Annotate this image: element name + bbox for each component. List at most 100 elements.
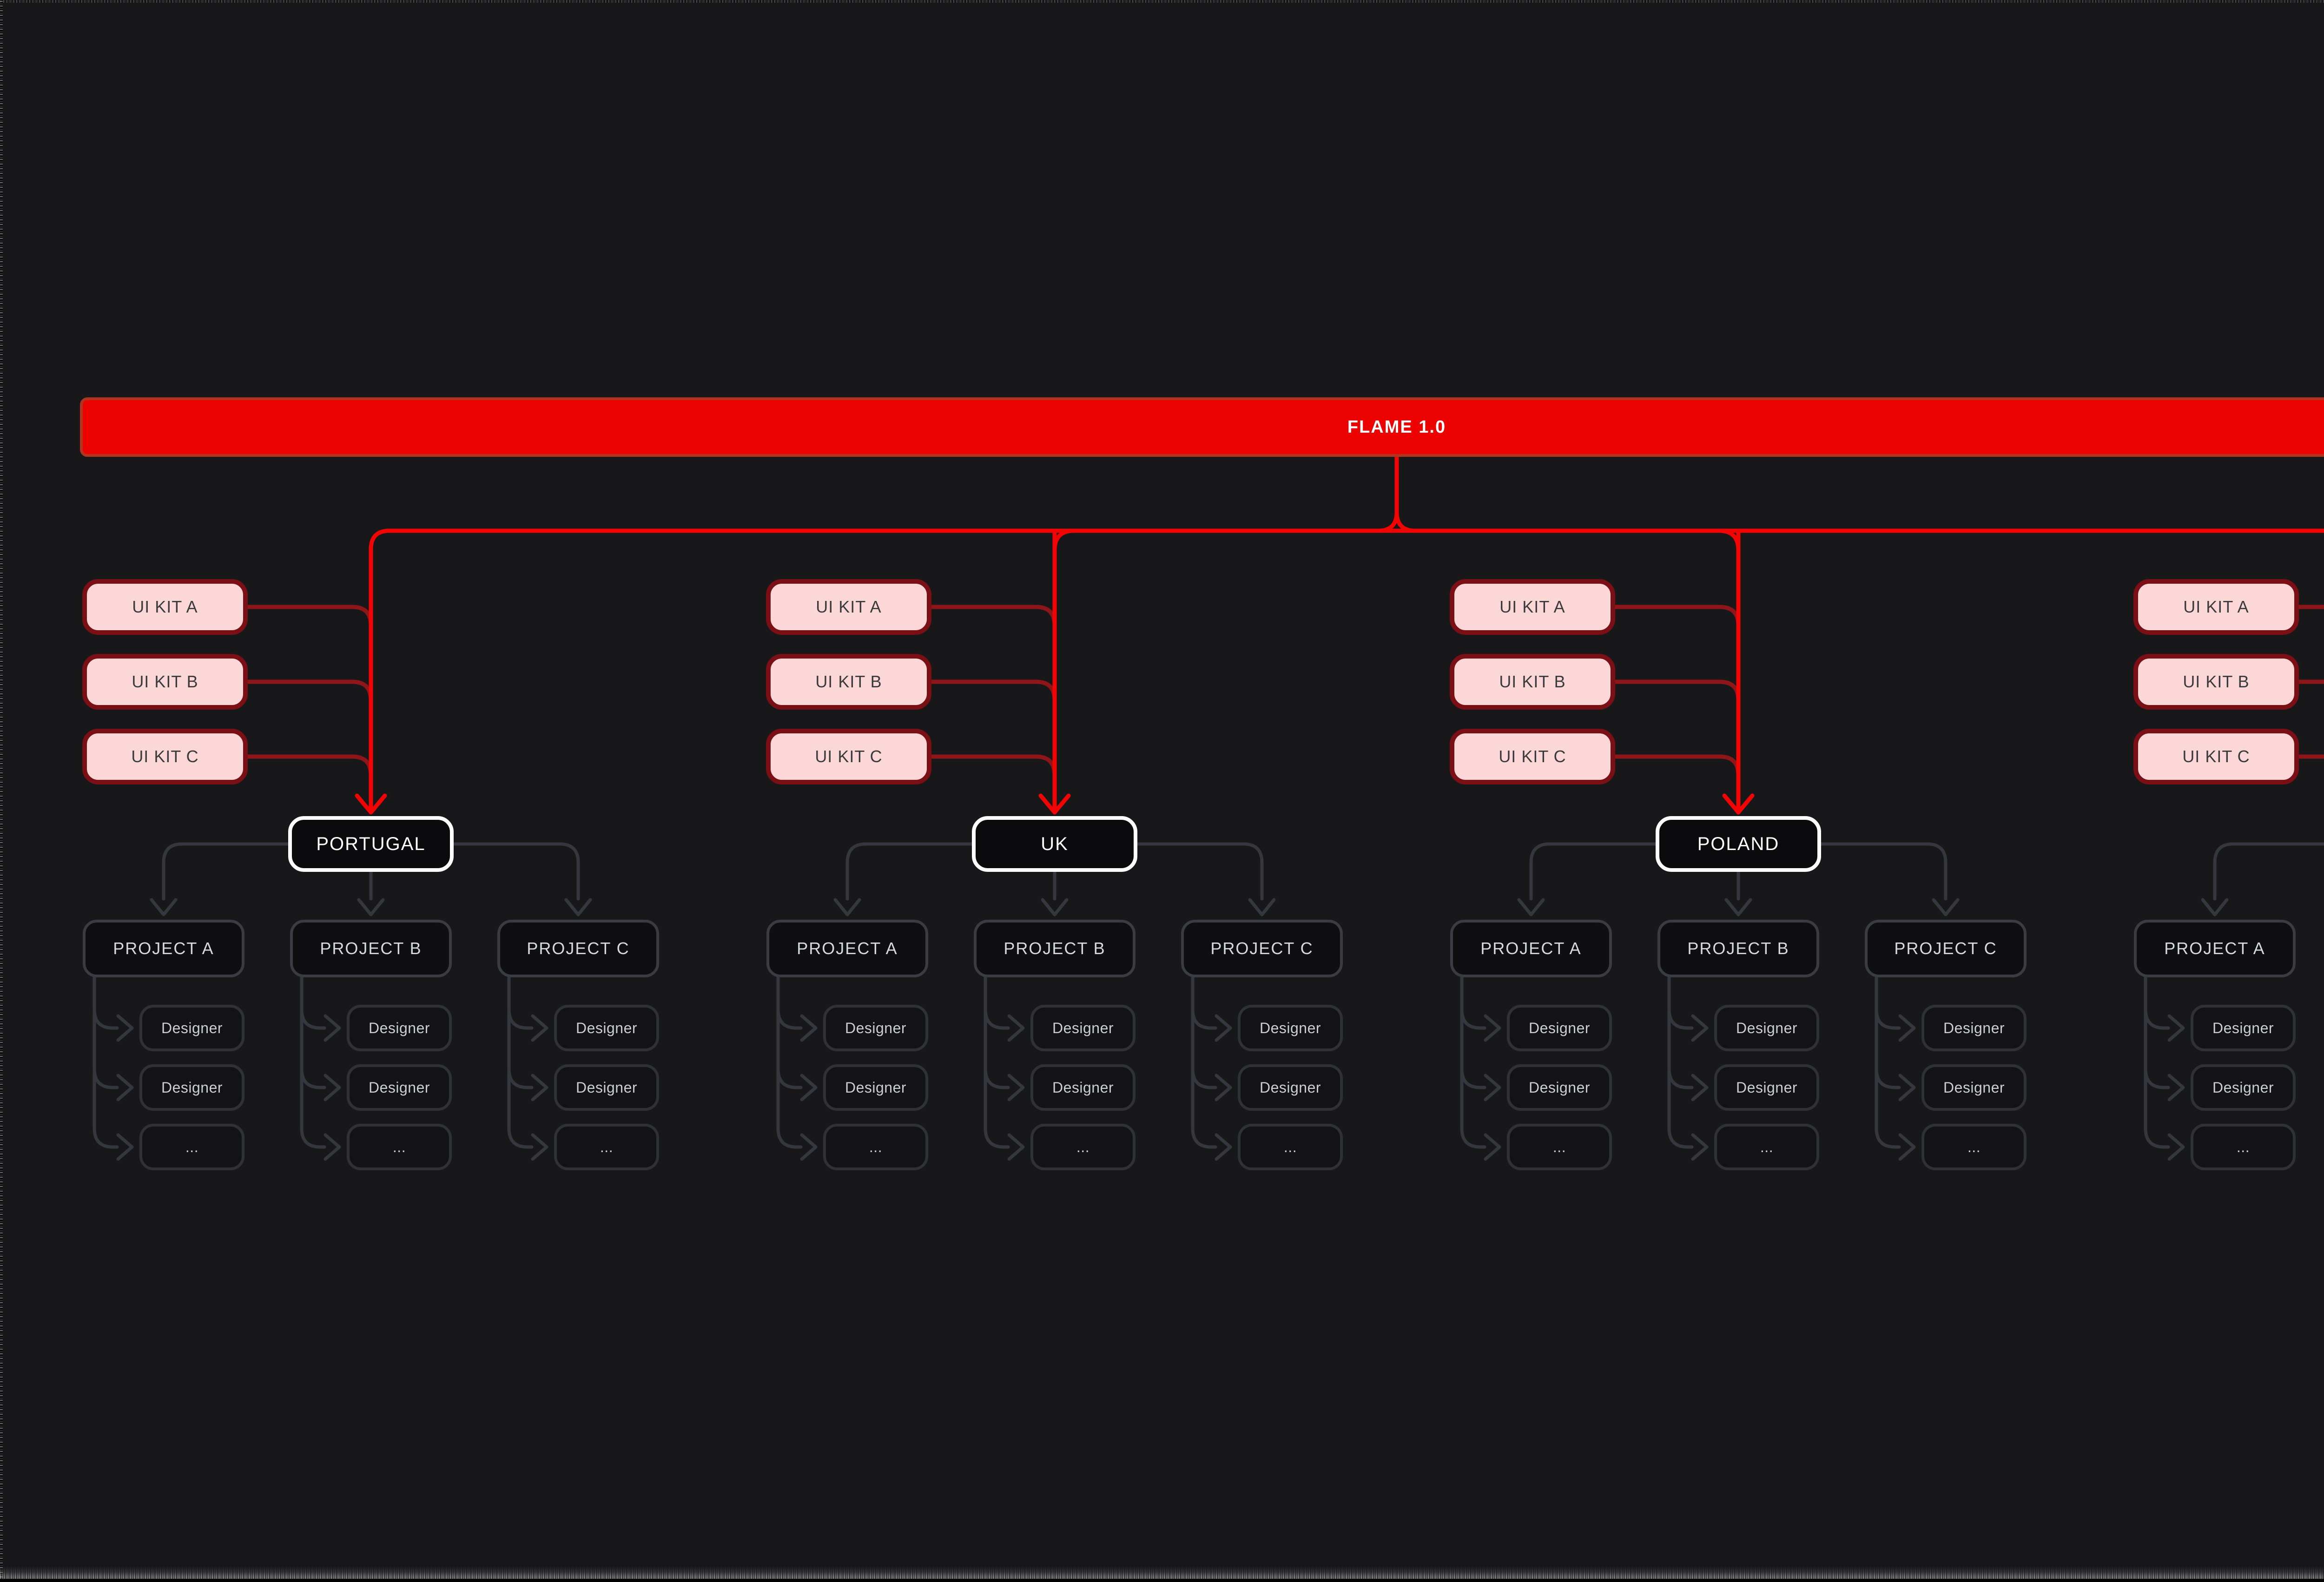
project-box[interactable]: PROJECT A [1450,920,1612,977]
link-designer-branch [2144,1127,2170,1149]
designer-box[interactable]: Designer [1921,1005,2027,1051]
country-node[interactable]: POLAND [1656,816,1821,872]
designer-box[interactable]: Designer [1238,1064,1343,1111]
designer-box[interactable]: Designer [1921,1064,2027,1111]
designer-box-label: Designer [368,1079,430,1096]
project-box[interactable]: PROJECT C [1181,920,1343,977]
designer-box[interactable]: Designer [1030,1005,1136,1051]
link-designer-branch [1875,1008,1901,1030]
link-designer-branch [776,1127,803,1149]
link-designer-branch [984,1127,1010,1149]
link-designer-branch [92,1008,119,1030]
ellipsis-box[interactable]: ... [347,1124,452,1170]
project-box-label: PROJECT B [1687,939,1789,958]
flame-tee-fillet [1717,528,1741,553]
arrow-right-icon [2167,1014,2185,1042]
designer-box[interactable]: Designer [823,1005,928,1051]
arrow-right-icon [1215,1074,1232,1101]
link-designer-branch [507,1127,534,1149]
country-node-label: POLAND [1697,833,1780,854]
arrow-right-icon [2167,1133,2185,1161]
link-designer-branch [984,1067,1010,1089]
designer-box[interactable]: Designer [554,1005,659,1051]
arrow-right-icon [800,1074,818,1101]
project-box[interactable]: PROJECT B [1657,920,1819,977]
ui-kit-box[interactable]: UI KIT A [1450,579,1615,635]
designer-box[interactable]: Designer [554,1064,659,1111]
project-box[interactable]: PROJECT C [1865,920,2027,977]
project-box[interactable]: PROJECT A [83,920,244,977]
ui-kit-box[interactable]: UI KIT C [82,729,248,784]
link-uikit-country [245,679,373,802]
project-box[interactable]: PROJECT B [290,920,452,977]
ui-kit-box[interactable]: UI KIT B [1450,654,1615,710]
arrow-right-icon [1691,1074,1709,1101]
arrow-right-icon [1691,1014,1709,1042]
designer-box-label: Designer [1736,1079,1798,1096]
arrow-down-icon [1724,898,1752,916]
ui-kit-box[interactable]: UI KIT A [82,579,248,635]
flame-fork-right [1394,510,1418,533]
ellipsis-box[interactable]: ... [1507,1124,1612,1170]
ellipsis-box[interactable]: ... [2191,1124,2296,1170]
arrow-right-icon [2167,1074,2185,1101]
designer-box[interactable]: Designer [1507,1005,1612,1051]
country-node-label: PORTUGAL [316,833,426,854]
designer-box[interactable]: Designer [1714,1005,1819,1051]
designer-box[interactable]: Designer [347,1005,452,1051]
designer-box-label: Designer [1943,1079,2005,1096]
ellipsis-box[interactable]: ... [139,1124,244,1170]
link-uikit-country [929,679,1057,802]
project-box[interactable]: PROJECT C [497,920,659,977]
ui-kit-box[interactable]: UI KIT B [766,654,931,710]
arrow-right-icon [1484,1014,1501,1042]
project-box[interactable]: PROJECT A [2134,920,2296,977]
arrow-down-icon [355,793,387,815]
ellipsis-box[interactable]: ... [1921,1124,2027,1170]
arrow-right-icon [800,1014,818,1042]
ui-kit-box[interactable]: UI KIT C [1450,729,1615,784]
designer-box-label: Designer [1528,1079,1591,1096]
arrow-down-icon [1932,898,1960,916]
arrow-down-icon [833,898,861,916]
link-designer-branch [92,1127,119,1149]
project-box[interactable]: PROJECT A [766,920,928,977]
country-node[interactable]: UK [972,816,1137,872]
ui-kit-box[interactable]: UI KIT A [2133,579,2299,635]
designer-box[interactable]: Designer [1507,1064,1612,1111]
designer-box[interactable]: Designer [139,1064,244,1111]
designer-box[interactable]: Designer [1238,1005,1343,1051]
ellipsis-box[interactable]: ... [1714,1124,1819,1170]
designer-box[interactable]: Designer [823,1064,928,1111]
designer-box[interactable]: Designer [1030,1064,1136,1111]
designer-box[interactable]: Designer [1714,1064,1819,1111]
designer-box-label: Designer [845,1079,907,1096]
designer-box[interactable]: Designer [139,1005,244,1051]
arrow-right-icon [1691,1133,1709,1161]
ellipsis-box[interactable]: ... [1030,1124,1136,1170]
flame-fork-left [1376,510,1399,533]
ellipsis-box[interactable]: ... [554,1124,659,1170]
arrow-right-icon [800,1133,818,1161]
arrow-right-icon [1484,1074,1501,1101]
project-box[interactable]: PROJECT B [974,920,1136,977]
designer-box[interactable]: Designer [2191,1064,2296,1111]
arrow-right-icon [1898,1133,1916,1161]
flame-banner[interactable]: FLAME 1.0 [80,397,2324,457]
ui-kit-box[interactable]: UI KIT C [2133,729,2299,784]
ui-kit-box-label: UI KIT A [2183,597,2249,616]
ui-kit-box[interactable]: UI KIT B [82,654,248,710]
link-uikit-country [1613,605,1741,802]
ui-kit-box[interactable]: UI KIT B [2133,654,2299,710]
designer-box[interactable]: Designer [347,1064,452,1111]
ui-kit-box-label: UI KIT A [132,597,198,616]
country-node[interactable]: PORTUGAL [288,816,454,872]
designer-box[interactable]: Designer [2191,1005,2296,1051]
ui-kit-box[interactable]: UI KIT C [766,729,931,784]
ui-kit-box[interactable]: UI KIT A [766,579,931,635]
ellipsis-box[interactable]: ... [1238,1124,1343,1170]
arrow-right-icon [1007,1014,1025,1042]
ellipsis-box[interactable]: ... [823,1124,928,1170]
